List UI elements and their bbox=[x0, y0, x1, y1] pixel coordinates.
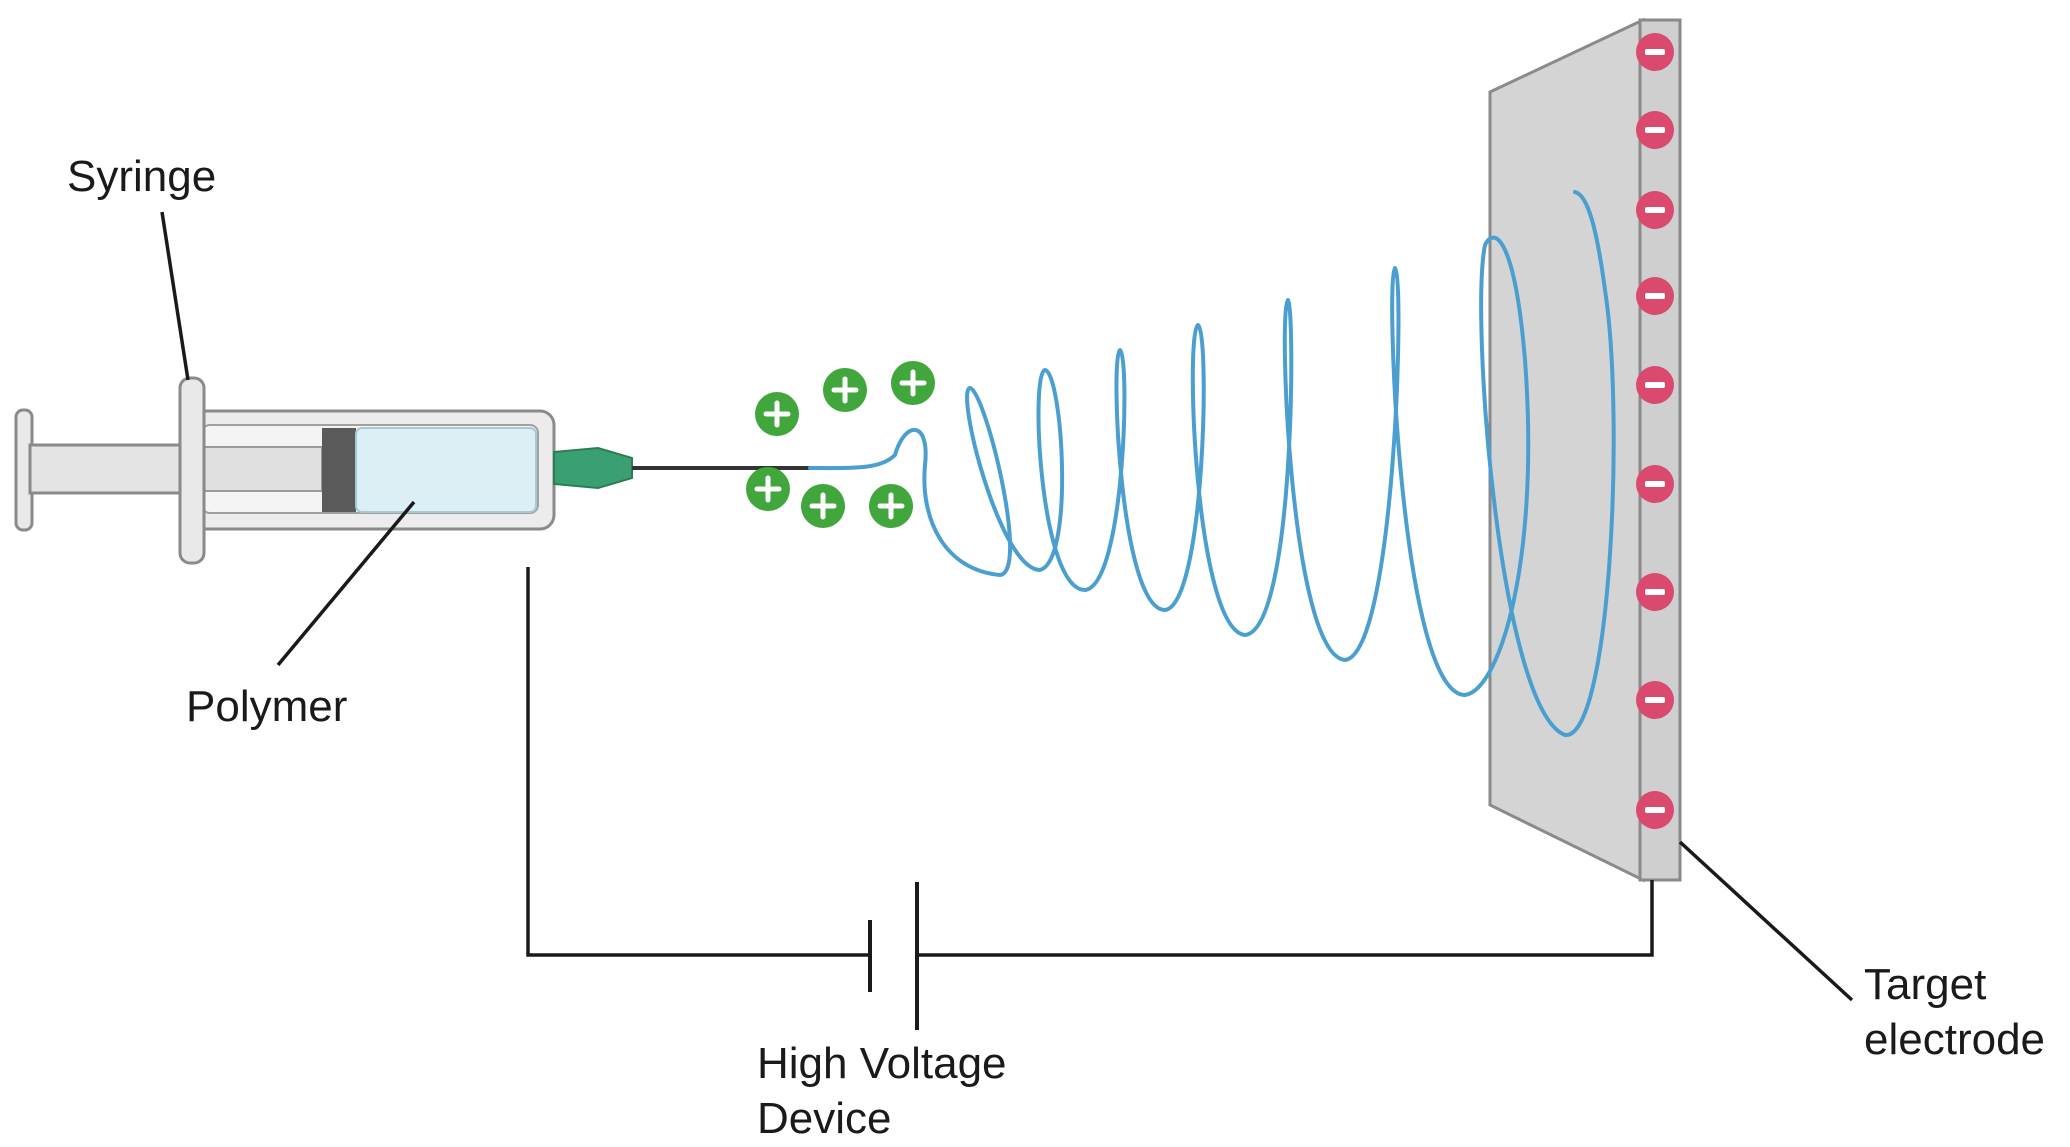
target-electrode-label-line2: electrode bbox=[1864, 1015, 2046, 1064]
syringe bbox=[14, 376, 810, 565]
positive-charge bbox=[755, 392, 799, 436]
negative-charge bbox=[1636, 33, 1674, 71]
negative-charge bbox=[1636, 573, 1674, 611]
positive-charges bbox=[746, 361, 935, 528]
target-leader-line bbox=[1678, 840, 1854, 1002]
finger-flange bbox=[178, 376, 206, 565]
electrode-plate bbox=[1488, 17, 1645, 883]
electrode-edge bbox=[1638, 18, 1682, 882]
positive-charge bbox=[801, 484, 845, 528]
positive-charge bbox=[869, 484, 913, 528]
polymer-leader-line bbox=[276, 500, 416, 667]
negative-charge bbox=[1636, 465, 1674, 503]
negative-charge bbox=[1636, 191, 1674, 229]
negative-charge bbox=[1636, 681, 1674, 719]
negative-charge bbox=[1636, 111, 1674, 149]
leader-lines bbox=[160, 211, 1854, 1002]
negative-charges bbox=[1636, 33, 1674, 829]
plunger-seal bbox=[322, 428, 356, 512]
target-electrode-label-line1: Target bbox=[1864, 960, 1987, 1009]
positive-charge bbox=[823, 368, 867, 412]
circuit-wire-left bbox=[526, 567, 870, 957]
positive-charge bbox=[746, 467, 790, 511]
syringe-label: Syringe bbox=[67, 152, 217, 201]
circuit-wire-right bbox=[917, 880, 1654, 957]
needle-hub bbox=[553, 446, 633, 490]
negative-charge bbox=[1636, 277, 1674, 315]
target-electrode bbox=[1488, 17, 1682, 883]
negative-charge bbox=[1636, 791, 1674, 829]
syringe-leader-line bbox=[160, 211, 190, 381]
positive-charge bbox=[891, 361, 935, 405]
high-voltage-label-line2: Device bbox=[757, 1094, 892, 1143]
polymer-label: Polymer bbox=[186, 682, 348, 731]
polymer-fluid bbox=[355, 427, 537, 513]
high-voltage-label-line1: High Voltage bbox=[757, 1039, 1007, 1088]
polymer-fiber-jet bbox=[808, 190, 1616, 738]
circuit bbox=[526, 567, 1654, 1030]
negative-charge bbox=[1636, 366, 1674, 404]
plunger-rod-inner bbox=[201, 446, 323, 492]
